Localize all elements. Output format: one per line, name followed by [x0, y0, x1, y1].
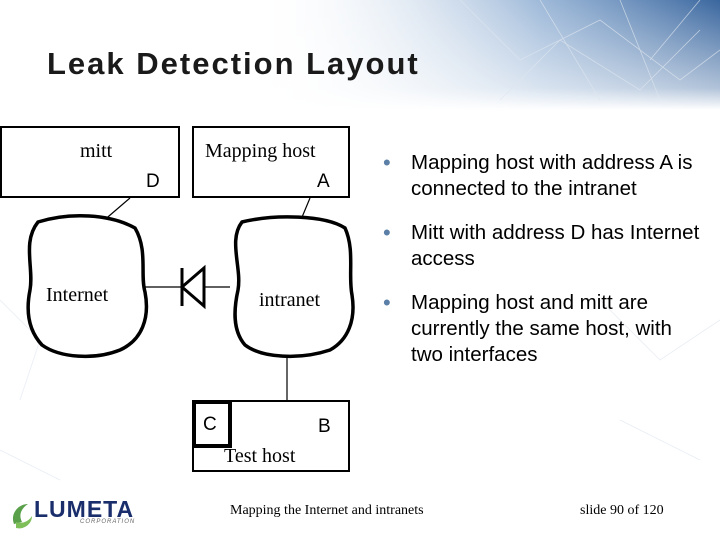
slide-title: Leak Detection Layout [47, 46, 420, 81]
intranet-cloud [233, 215, 355, 359]
logo-corporation: CORPORATION [80, 519, 136, 525]
bullet-item: •Mapping host and mitt are currently the… [383, 290, 672, 366]
internet-label: Internet [46, 284, 109, 306]
intranet-label: intranet [259, 289, 321, 311]
mapping-host-box [192, 126, 350, 198]
internet-cloud [26, 214, 149, 359]
mitt-address-label: D [146, 171, 160, 192]
firewall-diode-icon [179, 264, 206, 310]
test-host-address-c: C [203, 414, 217, 435]
bullet-dot-icon: • [383, 220, 391, 245]
mitt-label: mitt [80, 140, 113, 162]
bullet-dot-icon: • [383, 290, 391, 315]
slide-number: slide 90 of 120 [580, 503, 664, 518]
mapping-host-address-label: A [317, 171, 330, 192]
lumeta-swirl-icon [12, 504, 32, 529]
bullet-item: •Mapping host with address A is connecte… [383, 150, 693, 200]
test-host-label: Test host [224, 445, 296, 467]
test-host-inner-interface [192, 400, 232, 448]
bullet-list: •Mapping host with address A is connecte… [383, 150, 703, 368]
bullet-dot-icon: • [383, 150, 391, 175]
mapping-host-label: Mapping host [205, 140, 316, 162]
footer-title: Mapping the Internet and intranets [230, 503, 424, 518]
mitt-host-box [0, 126, 180, 198]
logo-name: LUMETA [34, 496, 135, 522]
lumeta-logo: LUMETA CORPORATION [10, 496, 136, 532]
bullet-item: •Mitt with address D has Internet access [383, 220, 700, 270]
test-host-address-b: B [318, 416, 331, 437]
